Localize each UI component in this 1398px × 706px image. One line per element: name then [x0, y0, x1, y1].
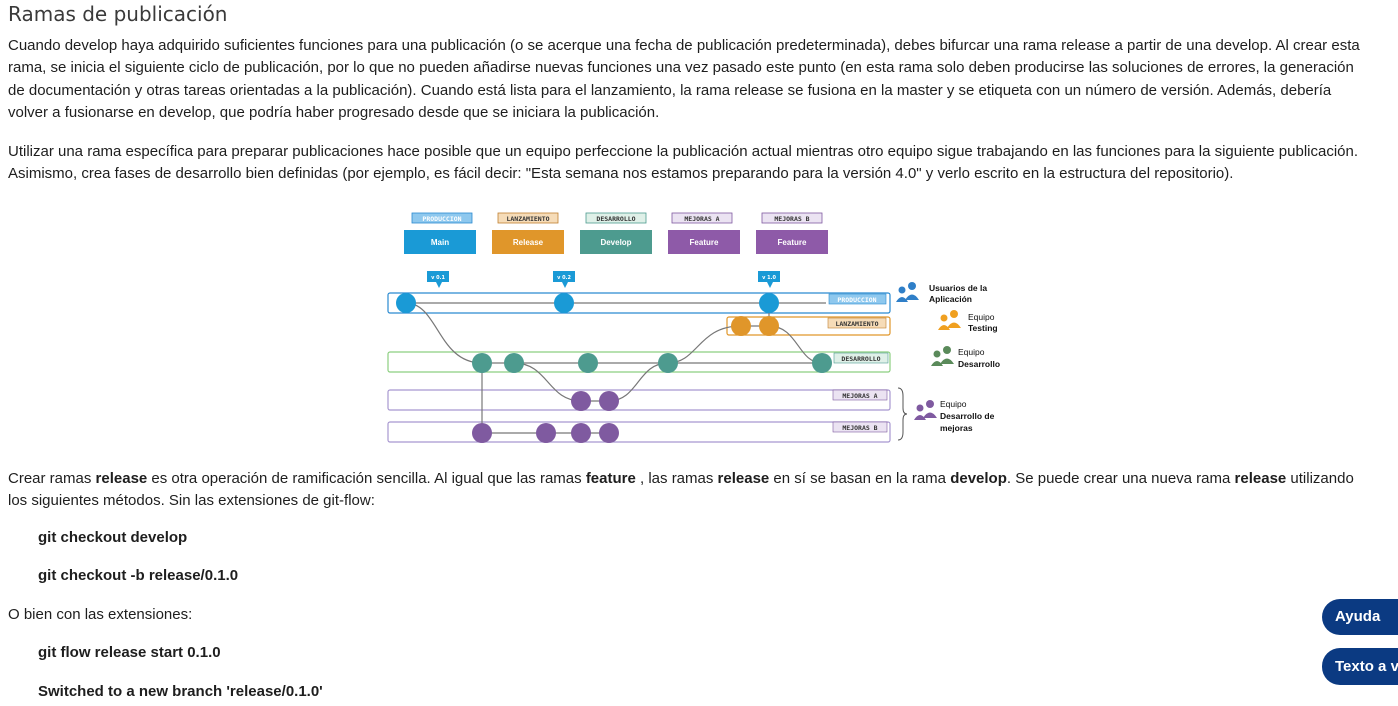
p3-text-6: utilizando los siguientes métodos. Sin l… — [8, 470, 1354, 510]
p3-bold-3: release — [717, 470, 770, 487]
commit-develop-4 — [658, 353, 678, 373]
version-flag-2 — [553, 271, 575, 288]
git-flow-diagram: PRODUCCION LANZAMIENTO DESARROLLO MEJORA… — [387, 212, 1000, 443]
line-feature-a-to-develop — [608, 362, 669, 402]
help-button[interactable]: Ayuda — [1322, 599, 1398, 635]
team-testing-line2: Testing — [968, 323, 998, 333]
team-feature-line1: Equipo — [940, 399, 967, 409]
tag-produccion: PRODUCCION — [422, 215, 461, 223]
lane-desarrollo — [387, 351, 891, 373]
feature-team-icon — [914, 400, 937, 420]
commit-develop-2 — [504, 353, 524, 373]
p3-text-3: , las ramas — [635, 470, 718, 487]
commit-feature-b-1 — [472, 423, 492, 443]
lane-label-mejoras-b: MEJORAS B — [842, 424, 877, 432]
commit-feature-b-4 — [599, 423, 619, 443]
header-feature-b: Feature — [778, 238, 807, 247]
command-checkout-release: git checkout -b release/0.1.0 — [38, 567, 239, 584]
team-feature-line2: Desarrollo de — [940, 411, 995, 421]
lane-label-mejoras-b-box — [832, 421, 888, 433]
lane-label-lanzamiento-box — [827, 317, 887, 329]
header-release: Release — [513, 238, 544, 247]
p3-bold-2: feature — [585, 470, 636, 487]
header-feature-a-block — [668, 230, 740, 254]
line-main-to-develop — [405, 302, 483, 364]
commit-release-1 — [731, 316, 751, 336]
team-dev-line1: Equipo — [958, 347, 985, 357]
p3-bold-1: release — [95, 470, 148, 487]
header-feature-b-block — [756, 230, 828, 254]
p3-text-1: Crear ramas — [8, 470, 96, 487]
header-develop: Develop — [600, 238, 631, 247]
lane-lanzamiento — [726, 316, 891, 336]
p3-bold-4: develop — [950, 470, 1007, 487]
tag-lanzamiento-box — [497, 212, 559, 224]
commit-feature-a-1 — [571, 391, 591, 411]
tag-mejoras-b-box — [761, 212, 823, 224]
tag-desarrollo-box — [585, 212, 647, 224]
version-flag-1 — [427, 271, 449, 288]
team-users-line2: Aplicación — [929, 294, 972, 304]
team-dev-line2: Desarrollo — [958, 359, 1000, 369]
commit-main-2 — [554, 293, 574, 313]
lane-label-lanzamiento: LANZAMIENTO — [835, 320, 878, 328]
users-team-icon — [896, 282, 919, 302]
version-label-3: v 1.0 — [762, 275, 776, 281]
p3-text-5: . Se puede crear una nueva rama — [1006, 470, 1235, 487]
version-label-2: v 0.2 — [557, 275, 571, 281]
commit-feature-b-2 — [536, 423, 556, 443]
tag-mejoras-a-box — [671, 212, 733, 224]
command-checkout-develop: git checkout develop — [38, 529, 188, 546]
p3-bold-5: release — [1234, 470, 1287, 487]
commit-feature-a-2 — [599, 391, 619, 411]
tag-mejoras-b: MEJORAS B — [774, 215, 809, 223]
tag-desarrollo: DESARROLLO — [596, 215, 635, 223]
paragraph-intro: Cuando develop haya adquirido suficiente… — [8, 37, 1360, 121]
p3-text-2: es otra operación de ramificación sencil… — [147, 470, 586, 487]
header-main-block — [404, 230, 476, 254]
tag-lanzamiento: LANZAMIENTO — [506, 215, 549, 223]
commit-main-1 — [396, 293, 416, 313]
lane-label-mejoras-a-box — [832, 389, 888, 401]
header-feature-a: Feature — [690, 238, 719, 247]
text-to-voice-button[interactable]: Texto a v — [1322, 648, 1398, 685]
lane-label-mejoras-a: MEJORAS A — [842, 392, 877, 400]
commit-develop-3 — [578, 353, 598, 373]
alt-extensions-text: O bien con las extensiones: — [8, 606, 193, 623]
version-label-1: v 0.1 — [431, 275, 445, 281]
header-main: Main — [431, 238, 449, 247]
line-develop-to-feature-a — [513, 362, 582, 402]
commit-main-3 — [759, 293, 779, 313]
team-users-line1: Usuarios de la — [929, 283, 987, 293]
lane-produccion — [387, 292, 891, 314]
commit-release-2 — [759, 316, 779, 336]
paragraph-create-release: Crear ramas release es otra operación de… — [8, 468, 1360, 513]
lane-label-produccion: PRODUCCION — [837, 296, 876, 304]
header-release-block — [492, 230, 564, 254]
feature-team-bracket — [897, 387, 908, 441]
command-output: Switched to a new branch 'release/0.1.0' — [38, 683, 323, 700]
p3-text-4: en sí se basan en la rama — [769, 470, 951, 487]
lane-mejoras-a — [387, 389, 891, 411]
team-feature-line3: mejoras — [940, 423, 973, 433]
page-title: Ramas de publicación — [8, 2, 228, 26]
team-testing-line1: Equipo — [968, 312, 995, 322]
command-flow-release-start: git flow release start 0.1.0 — [38, 644, 221, 661]
version-flag-3 — [758, 271, 780, 288]
lane-label-desarrollo: DESARROLLO — [841, 355, 880, 363]
lane-mejoras-b — [387, 421, 891, 443]
lane-label-produccion-box — [828, 293, 887, 305]
commit-develop-1 — [472, 353, 492, 373]
paragraph-benefits: Utilizar una rama específica para prepar… — [8, 143, 1359, 183]
lane-label-desarrollo-box — [833, 352, 889, 364]
dev-team-icon — [931, 346, 954, 366]
line-develop-to-release — [667, 325, 742, 364]
header-develop-block — [580, 230, 652, 254]
tag-mejoras-a: MEJORAS A — [684, 215, 719, 223]
commit-feature-b-3 — [571, 423, 591, 443]
commit-develop-5 — [812, 353, 832, 373]
testing-team-icon — [938, 310, 961, 330]
tag-produccion-box — [411, 212, 473, 224]
